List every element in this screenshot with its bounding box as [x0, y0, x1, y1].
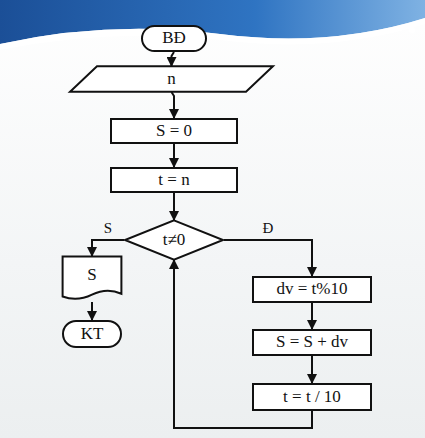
node-text: t≠0	[163, 231, 186, 250]
start-terminator: BĐ	[141, 25, 207, 52]
node-text: KT	[81, 325, 104, 344]
branch-label: Đ	[261, 220, 276, 237]
band-dot	[409, 27, 415, 33]
process-box: S = S + dv	[252, 329, 372, 356]
node-text: S = 0	[156, 122, 192, 141]
flow-arrow	[172, 92, 175, 118]
node-text: dv = t%10	[277, 280, 348, 299]
flow-arrow	[224, 240, 312, 276]
process-box: t = n	[110, 167, 238, 193]
node-text: n	[167, 70, 176, 89]
process-box: t = t / 10	[252, 383, 372, 411]
flow-arrow	[173, 144, 175, 167]
flow-arrow	[172, 52, 175, 66]
node-text: S	[87, 266, 96, 285]
end-terminator: KT	[62, 320, 122, 348]
node-text: t = n	[158, 171, 189, 190]
node-text: BĐ	[162, 29, 186, 48]
input-parallelogram: n	[68, 66, 275, 92]
band-swoosh	[0, 18, 425, 50]
flow-arrow	[311, 303, 313, 329]
flow-arrow	[311, 356, 313, 383]
branch-label: S	[102, 220, 114, 237]
flow-arrow	[91, 302, 93, 320]
flow-arrow	[173, 193, 175, 220]
process-box: S = 0	[110, 118, 238, 144]
node-text: S = S + dv	[276, 333, 348, 352]
node-text: t = t / 10	[283, 388, 341, 407]
process-box: dv = t%10	[252, 276, 372, 303]
decision-diamond: t≠0	[124, 220, 224, 260]
output-document: S	[62, 256, 122, 302]
flow-arrow	[92, 240, 124, 256]
